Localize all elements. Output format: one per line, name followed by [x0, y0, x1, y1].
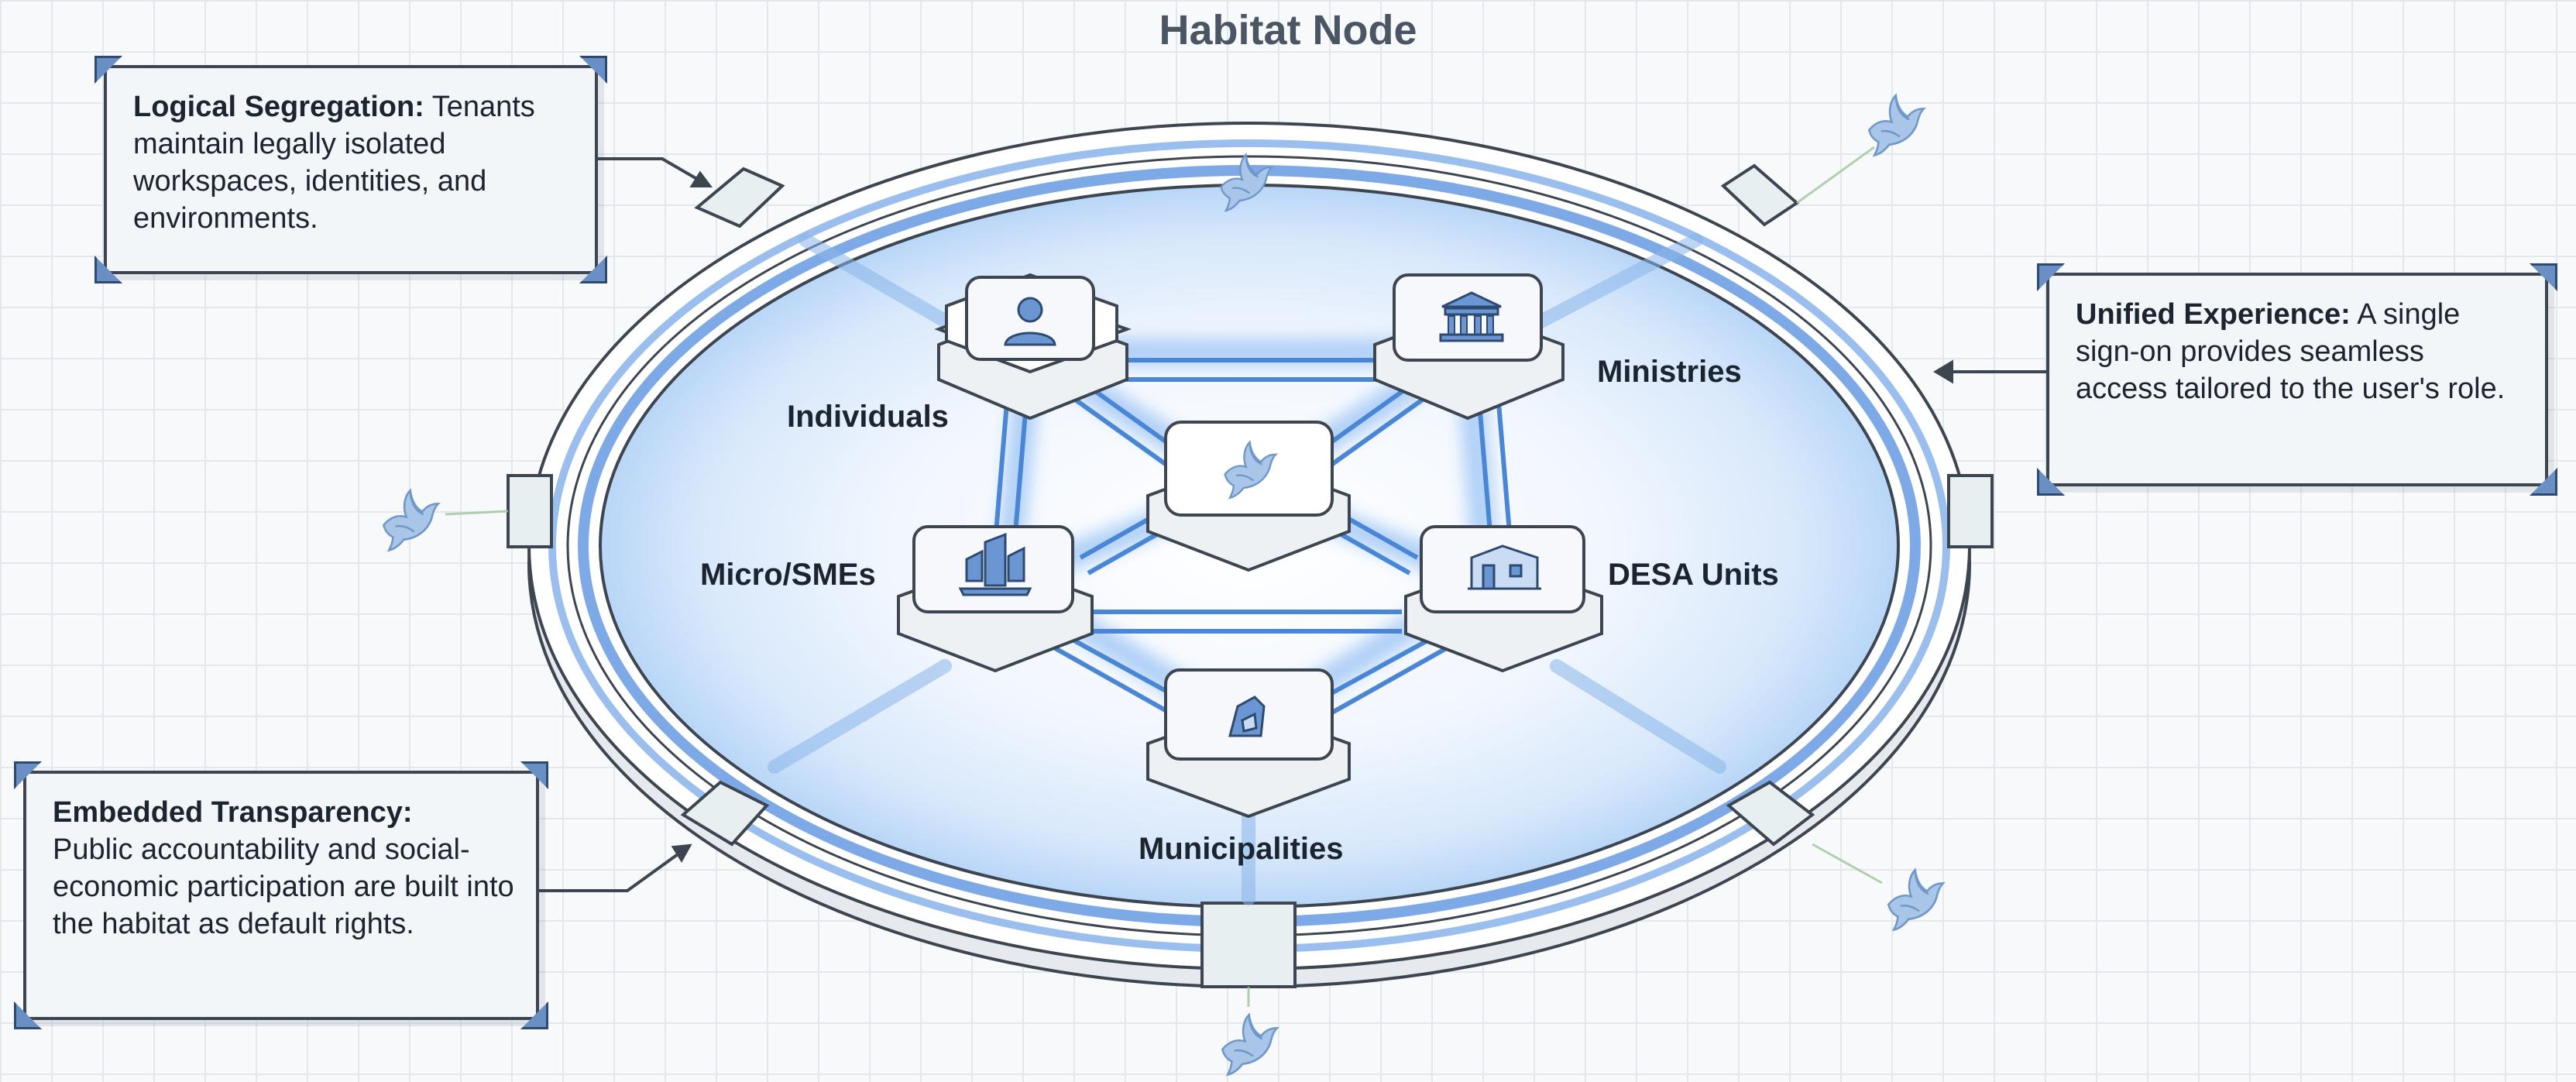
callout-body: Tenants maintain legally isolated worksp…: [133, 91, 535, 235]
government-building-icon: [1439, 291, 1504, 342]
town-icon: [1228, 696, 1266, 737]
node-ministries: [1373, 273, 1564, 421]
inner-spokes: [768, 233, 1726, 905]
callout-unified-experience: Unified Experience: A single sign-on pro…: [2037, 263, 2557, 496]
label-micro-smes: Micro/SMEs: [700, 558, 876, 592]
callout-body: Public accountability and social-economi…: [53, 833, 514, 940]
node-municipalities: [1146, 668, 1351, 819]
label-desa-units: DESA Units: [1608, 558, 1779, 592]
village-hall-icon: [1468, 544, 1541, 590]
callout-logical-segregation: Logical Segregation: Tenants maintain le…: [94, 56, 607, 283]
node-desa-units: [1404, 525, 1603, 673]
ring-connectors: [507, 163, 1994, 988]
outer-spokes: [445, 146, 1883, 1007]
dove-icon: [1887, 868, 1945, 931]
corner-marker: [520, 1001, 548, 1029]
buildings-icon: [958, 532, 1032, 596]
callout-heading: Unified Experience:: [2076, 298, 2351, 331]
node-center: [1146, 421, 1351, 572]
dove-icon: [382, 489, 440, 551]
diagram-title: Habitat Node: [1159, 7, 1417, 53]
node-micro-smes: [897, 525, 1094, 673]
callout-heading: Logical Segregation:: [133, 91, 424, 123]
label-ministries: Ministries: [1597, 355, 1742, 389]
dove-icon: [1867, 94, 1925, 156]
callout-body: A single sign-on provides seamless acces…: [2076, 298, 2506, 405]
label-individuals: Individuals: [787, 400, 949, 434]
label-municipalities: Municipalities: [1139, 832, 1344, 866]
person-icon: [1004, 297, 1056, 346]
callout-embedded-transparency: Embedded Transparency: Public accountabi…: [14, 761, 548, 1029]
corner-marker: [520, 761, 548, 789]
callout-heading: Embedded Transparency:: [53, 796, 413, 829]
node-individuals: [934, 273, 1132, 421]
dove-icon: [1221, 1013, 1279, 1076]
callout-arrows: [539, 157, 2046, 892]
